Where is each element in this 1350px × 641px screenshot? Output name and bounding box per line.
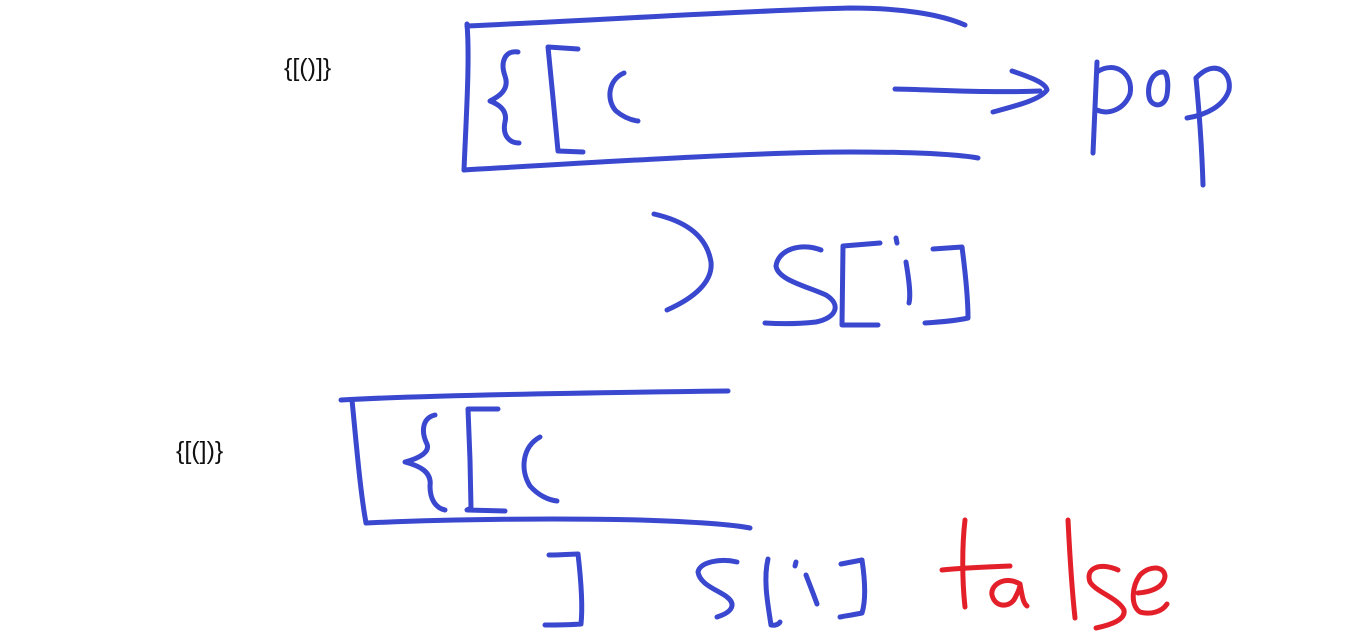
example-1-char-ref	[762, 235, 971, 328]
example-2-char-ref	[695, 556, 868, 628]
example-2-stack-contents	[402, 406, 560, 514]
example-2-current-char	[542, 551, 585, 628]
example-2-result-false	[939, 517, 1170, 631]
example-2-stack-box	[338, 388, 753, 531]
example-1-arrow	[892, 68, 1050, 115]
example-1-stack-contents	[487, 44, 641, 155]
example-1-stack-box	[461, 5, 981, 173]
example-1-expression: {[()]}	[284, 54, 332, 82]
example-1-annotation-pop	[1090, 59, 1232, 188]
example-2-expression: {[(])}	[176, 437, 224, 465]
blue-ink-group	[338, 5, 1232, 628]
example-1-current-char	[651, 211, 714, 313]
